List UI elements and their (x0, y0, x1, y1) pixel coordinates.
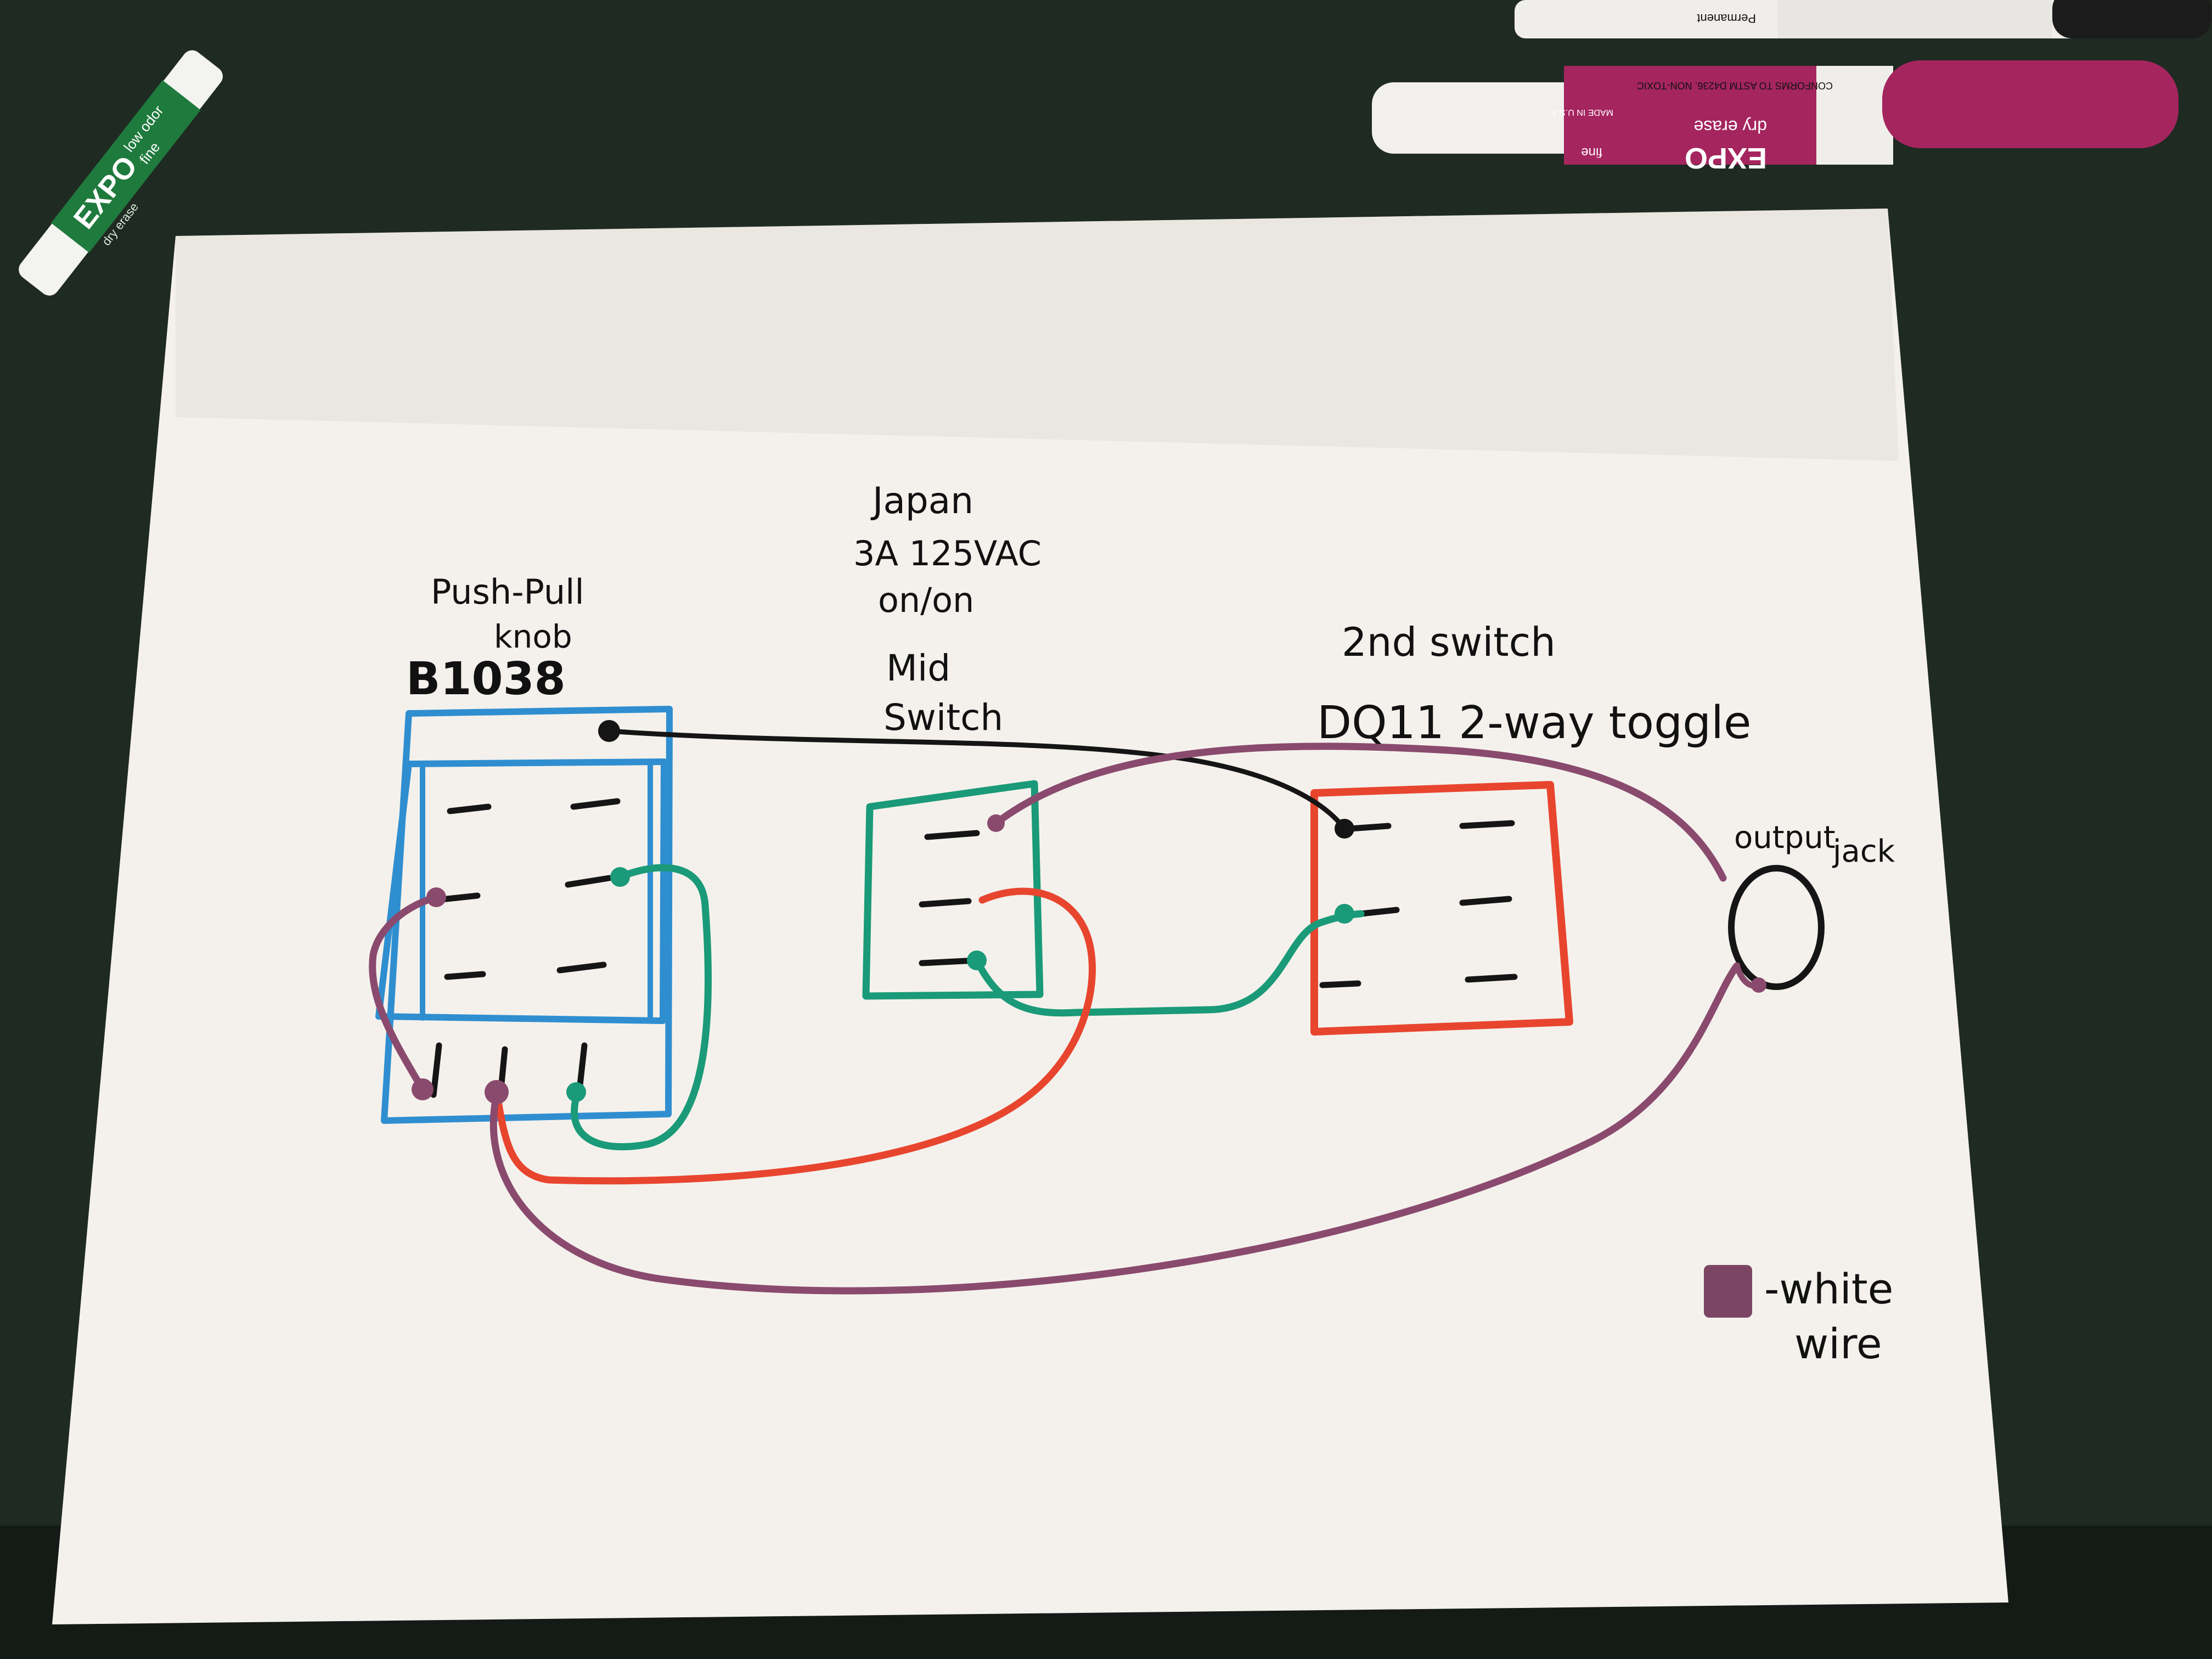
second-switch-lug (1358, 907, 1400, 917)
purple-wire-top (992, 743, 1727, 882)
knob-lug (556, 961, 607, 974)
mid-switch-outline (862, 780, 1044, 1000)
solder-dot-black (1335, 819, 1354, 839)
purple-wire-ground (489, 962, 1741, 1295)
second-switch-lug (1459, 820, 1515, 829)
teal-wire-knob (571, 864, 712, 1151)
legend-swatch (1704, 1265, 1752, 1318)
mid-switch-label-line1: Japan (870, 480, 973, 522)
legend-text-line2: wire (1794, 1319, 1882, 1368)
second-switch-label-line1: 2nd switch (1342, 619, 1556, 665)
mid-switch-lug (919, 898, 972, 908)
magenta-marker: CONFORMS TO ASTM D4236. NON-TOXIC MADE I… (1372, 60, 2179, 175)
second-switch-outline (1310, 781, 1573, 1036)
solder-dot-teal (967, 951, 987, 970)
second-switch-label-line2: DQ11 2-way toggle (1317, 697, 1751, 749)
magenta-marker-text-made: MADE IN U.S.A. (1549, 108, 1613, 117)
knob-label-line2: knob (494, 618, 572, 655)
jack-label-line1: output (1734, 820, 1836, 856)
knob-pin (430, 1042, 442, 1098)
push-pull-knob-component (375, 706, 673, 1124)
knob-lug (444, 971, 486, 980)
second-switch-lug (1465, 974, 1518, 983)
solder-dot-teal (566, 1082, 586, 1102)
knob-lug (565, 875, 612, 888)
solder-dot-purple (485, 1080, 509, 1104)
second-switch-lug (1459, 896, 1512, 906)
second-switch-lug (1347, 823, 1392, 832)
labels: Push-Pull knob B1038 Japan 3A 125VAC on/… (406, 480, 1895, 1368)
black-wire (606, 728, 1347, 831)
solder-dot-purple (1751, 977, 1766, 993)
solder-dot-purple (412, 1078, 434, 1100)
solder-dot-purple (987, 814, 1005, 832)
magenta-marker-text-conforms: CONFORMS TO ASTM D4236. NON-TOXIC (1637, 80, 1833, 91)
second-switch-component (1310, 781, 1573, 1036)
mid-switch-label-line5: Switch (883, 696, 1003, 739)
teal-wire-switches (973, 910, 1365, 1017)
solder-dot-black (598, 720, 620, 742)
knob-lug (447, 803, 492, 814)
paper-shadow (176, 209, 1899, 461)
mid-switch-label-line2: 3A 125VAC (853, 533, 1042, 573)
solder-dot-purple (426, 887, 446, 907)
knob-outer-outline (381, 706, 673, 1124)
wires (369, 728, 1762, 1295)
red-wire (493, 887, 1096, 1185)
mid-switch-lug (924, 830, 980, 840)
second-switch-lug (1319, 980, 1361, 988)
mid-switch-label-line4: Mid (886, 647, 950, 689)
magenta-marker-brand: EXPO (1685, 142, 1767, 175)
jack-label-line2: jack (1832, 834, 1895, 869)
black-marker: Permanent (1515, 0, 2211, 38)
legend-text-line1: -white (1764, 1264, 1893, 1313)
knob-inner-outline (375, 758, 667, 1024)
solder-dot-teal (610, 867, 630, 887)
magenta-marker-text-fine: fine (1581, 145, 1602, 160)
black-marker-text: Permanent (1697, 12, 1756, 25)
mid-switch-label-line3: on/on (878, 580, 974, 620)
magenta-marker-text-dry-erase: dry erase (1694, 117, 1767, 137)
solder-dots (412, 720, 1766, 1104)
output-jack-icon (1728, 865, 1825, 990)
knob-label-line3: B1038 (406, 653, 566, 705)
paper-sheet (52, 209, 2008, 1624)
purple-wire-knob (369, 893, 440, 1093)
solder-dot-teal (1335, 904, 1354, 924)
knob-lug (570, 798, 621, 810)
knob-label-line1: Push-Pull (431, 572, 584, 612)
